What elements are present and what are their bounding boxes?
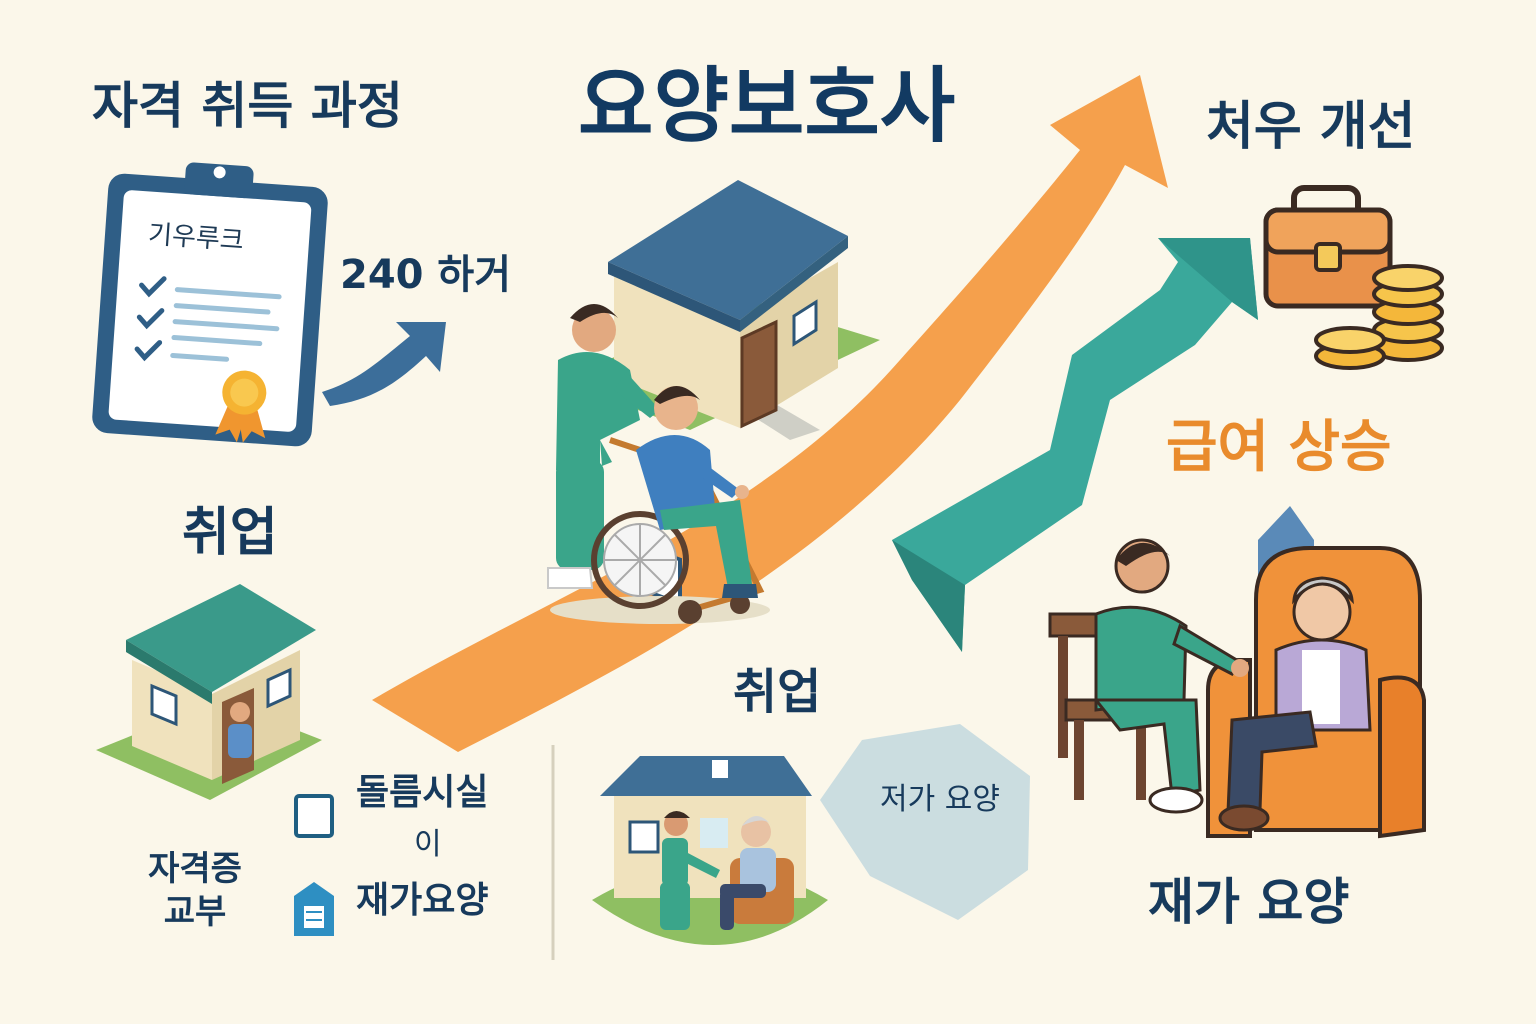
left-house-icon [96,584,322,800]
treatment-improvement-heading: 처우 개선 [1206,97,1416,157]
main-title: 요양보호사 [578,59,956,154]
home-care-scene-illustration [1048,506,1426,839]
home-care-hexagon [820,724,1030,920]
employment-heading-left: 취업 [182,503,278,563]
home-care-heading: 재가 요양 [1148,873,1350,931]
briefcase-icon [1263,185,1393,309]
employment-heading-center: 취업 [733,664,822,720]
certification-heading: 자격 취득 과정 [92,77,403,135]
facility-checkbox-icon [294,794,334,838]
home-visit-house-icon [592,756,828,945]
small-progress-arrow [322,322,446,406]
home-care-label: 재가요양 [356,880,489,921]
orange-growth-arrow [372,75,1168,752]
seal-icon [215,370,267,443]
training-hours-label: 240 하거 [340,252,512,298]
salary-increase-heading: 급여 상승 [1166,415,1392,480]
or-label: 이 [414,827,442,862]
caregiver-wheelchair-illustration [547,304,770,624]
care-facility-label: 돌름시실 [356,772,489,813]
certificate-issue-label: 자격증 교부 [148,849,242,932]
teal-zigzag-arrow [892,238,1258,652]
home-building-icon [294,882,334,936]
coins-icon [1314,264,1444,370]
hexagon-label: 저가 요양 [880,782,1000,817]
clipboard-icon [92,162,328,447]
